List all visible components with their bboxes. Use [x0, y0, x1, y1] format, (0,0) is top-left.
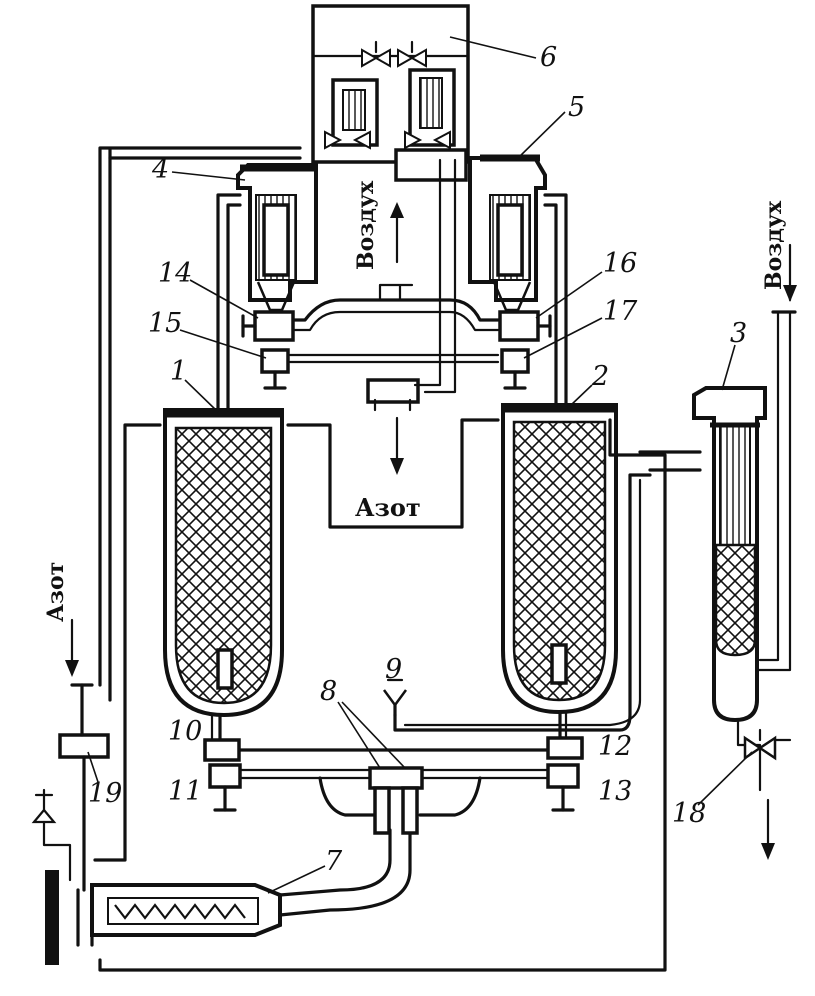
valve-18 — [743, 728, 792, 761]
callout-1: 1 — [170, 356, 187, 387]
receiver-4 — [236, 163, 318, 312]
adsorber-1 — [163, 408, 284, 718]
valve-10 — [203, 738, 241, 762]
callouts: 6 5 4 14 15 16 17 1 2 3 9 8 10 11 12 13 … — [87, 36, 753, 894]
callout-16: 16 — [603, 248, 637, 279]
valve-16 — [498, 310, 552, 342]
heater-7 — [45, 870, 282, 965]
air-label-top: Воздух — [353, 180, 379, 270]
callout-12: 12 — [598, 731, 632, 762]
callout-10: 10 — [168, 716, 202, 747]
nitrogen-label-left: Азот — [43, 562, 69, 622]
callout-9: 9 — [385, 654, 402, 685]
callout-5: 5 — [568, 92, 585, 123]
valve-9 — [382, 678, 408, 717]
air-label-right: Воздух — [761, 200, 787, 290]
valve-13 — [546, 763, 580, 812]
callout-17: 17 — [603, 296, 638, 327]
callout-7: 7 — [325, 846, 343, 877]
callout-14: 14 — [158, 258, 192, 289]
switching-unit-6 — [311, 4, 470, 182]
dryer-3 — [692, 386, 767, 723]
callout-19: 19 — [88, 778, 122, 809]
receiver-5 — [468, 154, 547, 312]
callout-3: 3 — [730, 318, 747, 349]
check-valve-left — [31, 788, 94, 947]
adsorber-2 — [501, 403, 618, 715]
valve-15 — [260, 348, 290, 390]
valve-19 — [58, 683, 110, 892]
valve-14 — [241, 310, 295, 342]
valve-8 — [368, 766, 424, 835]
callout-2: 2 — [591, 361, 609, 392]
flow-arrows — [65, 202, 797, 860]
callout-11: 11 — [168, 776, 202, 807]
valve-11 — [208, 763, 242, 812]
callout-15: 15 — [148, 308, 182, 339]
callout-4: 4 — [151, 154, 169, 185]
callout-6: 6 — [540, 42, 557, 73]
valve-12 — [546, 736, 584, 760]
callout-8: 8 — [320, 676, 337, 707]
callout-13: 13 — [598, 776, 632, 807]
nitrogen-label-bottom: Азот — [355, 493, 421, 522]
valve-17 — [500, 348, 530, 390]
